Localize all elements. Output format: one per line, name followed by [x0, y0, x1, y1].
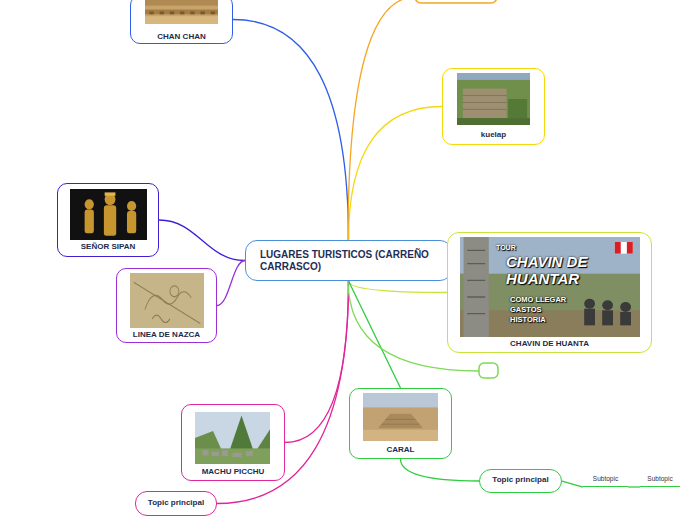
central-topic: LUGARES TURISTICOS (CARREÑO CARRASCO) [245, 240, 452, 281]
topic-box: kuelap [442, 68, 545, 145]
thumbnail-photo [363, 393, 438, 441]
subtopic-line: Subtopic [640, 474, 680, 487]
thumbnail-caption: COMO LLEGAR [510, 295, 566, 304]
empty-topic-box [415, 0, 497, 3]
branch-connector [401, 459, 480, 481]
topic-box: MACHU PICCHU [181, 404, 285, 481]
branch-connector [217, 261, 245, 306]
topic-box: LINEA DE NAZCA [116, 268, 217, 343]
empty-topic-box [479, 363, 498, 378]
topic-box: SEÑOR SIPAN [57, 183, 159, 257]
topic-label: Topic principal [480, 475, 561, 485]
branch-connector [349, 107, 443, 241]
topic-label: CARAL [350, 445, 451, 455]
thumbnail-caption: TOUR [496, 244, 516, 252]
branch-connector [349, 281, 401, 388]
subtopic-pill: Topic principal [479, 469, 562, 493]
topic-title: LUGARES TURISTICOS (CARREÑO CARRASCO) [246, 241, 451, 273]
topic-label: Topic principal [136, 498, 216, 508]
thumbnail-caption: CHAVIN DE HUANTAR [506, 253, 606, 287]
thumbnail-caption: HISTORIA [510, 315, 546, 324]
thumbnail-photo [145, 0, 218, 24]
topic-box: CHAN CHAN [130, 0, 233, 44]
branch-connector [349, 281, 448, 293]
branch-connector [628, 486, 640, 487]
thumbnail-caption: GASTOS [510, 305, 542, 314]
branch-connector [233, 20, 349, 241]
subtopic-text: Subtopic [583, 475, 628, 483]
topic-box: CHAVIN DE HUANTA TOURCHAVIN DE HUANTAR COM… [447, 232, 652, 353]
thumbnail-photo [195, 412, 270, 464]
branch-connector [562, 481, 583, 487]
thumbnail-photo [70, 189, 147, 240]
subtopic-pill: Topic principal [135, 491, 217, 516]
branch-connector [285, 281, 349, 443]
topic-box: CARAL [349, 388, 452, 459]
topic-label: kuelap [443, 130, 544, 140]
thumbnail-photo [457, 73, 530, 125]
topic-label: CHAN CHAN [131, 32, 232, 42]
branch-line [348, 0, 415, 240]
thumbnail-photo [130, 273, 204, 328]
subtopic-line: Subtopic [583, 474, 628, 487]
topic-label: LINEA DE NAZCA [117, 330, 216, 340]
topic-label: MACHU PICCHU [182, 467, 284, 477]
topic-label: SEÑOR SIPAN [58, 242, 158, 252]
subtopic-text: Subtopic [640, 475, 680, 483]
topic-label: CHAVIN DE HUANTA [448, 339, 651, 349]
branch-connector [159, 220, 245, 261]
